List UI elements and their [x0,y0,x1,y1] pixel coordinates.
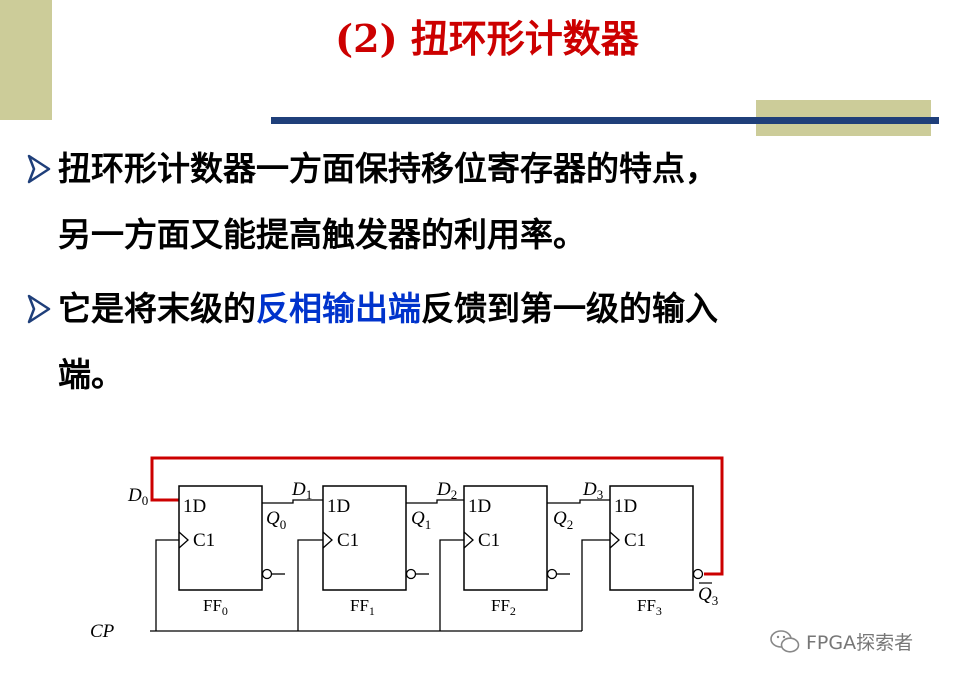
d1-label: D1 [291,479,312,502]
input-d0-label: D0 [127,485,148,508]
ff0-c-label: C1 [193,530,215,551]
decor-block-left [0,0,52,120]
qbar3-label: Q3 [698,584,718,608]
flipflop-ff0 [178,485,285,591]
twisted-ring-counter-circuit: 1D C1 1D C1 1D C1 1D C1 FF0 FF1 FF2 FF3 … [90,456,724,642]
wire-q2-d3 [547,499,610,504]
d2-label: D2 [436,479,457,502]
clock-wire-ff1 [297,539,323,631]
wechat-icon [770,629,800,653]
bullet-2-line-2: 端。 [58,355,124,394]
watermark-text: FPGA探索者 [806,632,914,654]
bullet-1-line-2: 另一方面又能提高触发器的利用率。 [58,215,586,254]
bullet-1: 扭环形计数器一方面保持移位寄存器的特点， 另一方面又能提高触发器的利用率。 [58,136,928,268]
bullet-2-text-pre: 它是将末级的 [58,289,256,328]
bullet-2-highlight: 反相输出端 [256,289,421,328]
ff1-name: FF1 [350,596,375,618]
clock-cp-label: CP [90,621,115,642]
q1-label: Q1 [411,508,431,532]
ff2-c-label: C1 [478,530,500,551]
ff2-d-label: 1D [468,496,491,517]
flipflop-ff3 [609,485,704,591]
ff0-d-label: 1D [183,496,206,517]
bullet-2-text-post: 反馈到第一级的输入 [421,289,718,328]
ff3-c-label: C1 [624,530,646,551]
bullet-arrow-icon [27,294,51,324]
wire-q0-d1 [262,499,323,504]
feedback-wire [150,456,724,576]
clock-wire-ff0 [155,539,179,631]
page-title: (2) 扭环形计数器 [335,16,639,61]
ff1-d-label: 1D [327,496,350,517]
q0-label: Q0 [266,508,286,532]
watermark: FPGA探索者 [770,628,913,655]
q2-label: Q2 [553,508,573,532]
clock-wire-ff2 [439,539,464,631]
ff1-c-label: C1 [337,530,359,551]
flipflop-ff1 [322,485,429,591]
ff3-d-label: 1D [614,496,637,517]
d3-label: D3 [582,479,603,502]
flipflop-ff2 [463,485,570,591]
bullet-2: 它是将末级的反相输出端反馈到第一级的输入 端。 [58,276,928,408]
bullet-1-line-1: 扭环形计数器一方面保持移位寄存器的特点， [58,149,718,188]
bullet-arrow-icon [27,154,51,184]
clock-wire-ff3 [581,539,610,631]
ff0-name: FF0 [203,596,228,618]
wire-q1-d2 [406,499,464,504]
title-rule [271,117,939,124]
ff2-name: FF2 [491,596,516,618]
ff3-name: FF3 [637,596,662,618]
bullet-2-line-1: 它是将末级的反相输出端反馈到第一级的输入 [58,276,928,342]
